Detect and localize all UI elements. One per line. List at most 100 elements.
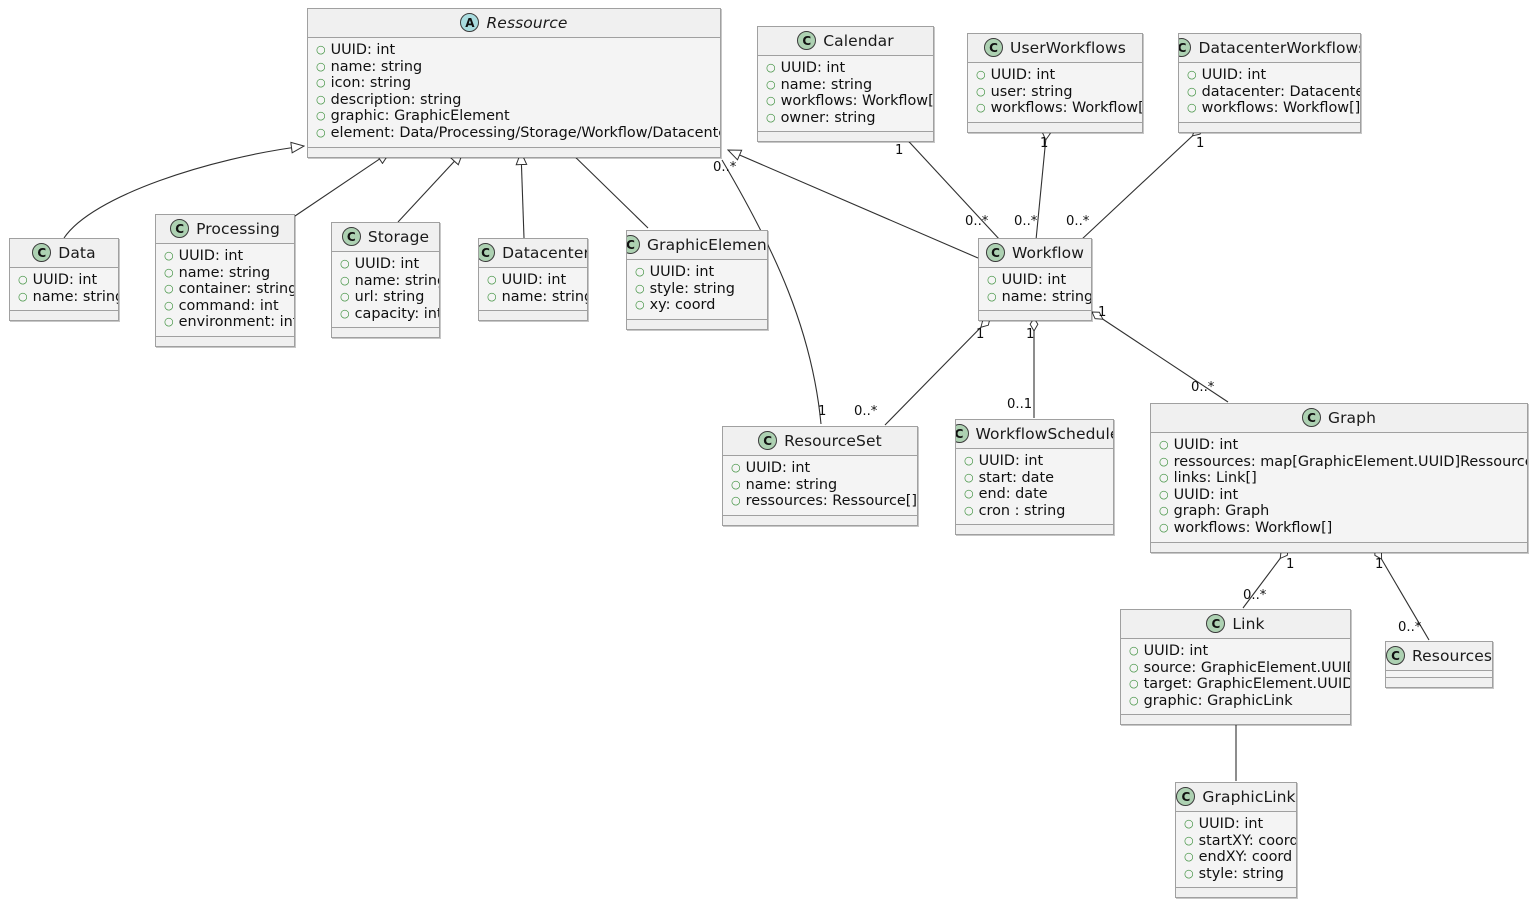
attribute-row: ○ UUID: int (1187, 67, 1353, 84)
attribute-text: graphic: GraphicLink (1143, 692, 1293, 709)
multiplicity-label: 0..* (713, 160, 737, 175)
attribute-text: name: string (780, 76, 873, 93)
multiplicity-label: 1 (1286, 557, 1295, 572)
visibility-public-icon: ○ (1187, 68, 1197, 81)
attribute-text: UUID: int (1173, 486, 1239, 503)
attribute-text: start: date (978, 469, 1054, 486)
attribute-text: UUID: int (649, 264, 715, 280)
attribute-text: graphic: GraphicElement (330, 108, 510, 125)
attribute-text: graph: Graph (1173, 503, 1270, 520)
class-attributes-workflow: ○ UUID: int○name: string (979, 268, 1091, 312)
class-icon: C (1386, 646, 1405, 665)
attribute-text: endXY: coord (1198, 849, 1293, 866)
class-icon: C (627, 235, 641, 254)
attribute-text: end: date (978, 486, 1048, 503)
attribute-row: ○command: int (164, 298, 287, 315)
class-icon: C (1206, 614, 1226, 633)
attribute-row: ○element: Data/Processing/Storage/Workfl… (316, 125, 720, 142)
visibility-public-icon: ○ (766, 77, 776, 91)
class-methods-compartment-datacenter (479, 311, 587, 321)
visibility-public-icon: ○ (731, 494, 741, 508)
attribute-text: container: string (178, 281, 295, 298)
class-methods-compartment-processing (156, 336, 294, 346)
attribute-row: ○name: string (487, 289, 587, 306)
attribute-row: ○ UUID: int (987, 272, 1084, 289)
attribute-row: ○ name: string (766, 77, 926, 94)
visibility-public-icon: ○ (316, 92, 326, 106)
attribute-text: icon: string (330, 75, 412, 92)
visibility-public-icon: ○ (635, 265, 645, 278)
visibility-public-icon: ○ (731, 477, 741, 491)
class-name-graphiclink: GraphicLink (1202, 787, 1296, 806)
attribute-text: UUID: int (1201, 67, 1267, 83)
multiplicity-label: 1 (895, 143, 904, 158)
attribute-text: cron : string (978, 502, 1066, 519)
class-attributes-processing: ○UUID: int○name: string○container: strin… (156, 244, 294, 337)
visibility-public-icon: ○ (1184, 850, 1194, 864)
attribute-text: name: string (745, 476, 838, 493)
class-icon: C (984, 38, 1004, 57)
attribute-text: owner: string (780, 109, 876, 126)
visibility-public-icon: ○ (1184, 866, 1194, 880)
attribute-row: ○name: string (18, 289, 118, 306)
attribute-text: links: Link[] (1173, 470, 1257, 487)
attribute-text: name: string (354, 272, 440, 289)
attribute-text: UUID: int (745, 460, 811, 476)
attribute-text: datacenter: Datacenter (1201, 83, 1361, 100)
visibility-public-icon: ○ (766, 61, 776, 74)
attribute-row: ○UUID: int (487, 272, 580, 289)
class-methods-compartment-resources (1386, 678, 1492, 687)
attribute-text: UUID: int (1001, 272, 1067, 288)
attribute-text: UUID: int (990, 67, 1056, 83)
visibility-public-icon: ○ (164, 249, 174, 262)
multiplicity-label: 0..* (1066, 214, 1090, 229)
multiplicity-label: 1 (1098, 305, 1107, 320)
class-icon: C (170, 219, 190, 238)
class-name-graph: Graph (1327, 408, 1377, 427)
visibility-public-icon: ○ (316, 76, 326, 90)
visibility-public-icon: ○ (340, 290, 350, 304)
attribute-row: ○UUID: int (766, 60, 926, 77)
visibility-public-icon: ○ (976, 84, 986, 98)
attribute-row: ○description: string (316, 92, 713, 109)
attribute-row: ○workflows: Workflow[] (1159, 520, 1520, 537)
class-methods-compartment-graph (1151, 542, 1527, 552)
visibility-public-icon: ○ (1184, 833, 1194, 847)
visibility-public-icon: ○ (164, 282, 174, 296)
visibility-public-icon: ○ (987, 273, 997, 286)
edge-workflow-has-resourceset (884, 317, 991, 426)
class-icon: C (479, 243, 496, 262)
visibility-public-icon: ○ (1159, 487, 1169, 501)
class-methods-compartment-graphiclink (1176, 888, 1296, 898)
attribute-text: user: string (990, 83, 1073, 100)
attribute-row: ○workflows: Workflow[] (1187, 100, 1360, 117)
class-name-datacenterworkflows: DatacenterWorkflows (1198, 38, 1361, 57)
attribute-row: ○xy: coord (635, 297, 760, 314)
attribute-row: ○name: string (987, 289, 1091, 306)
multiplicity-label: 1 (1026, 327, 1035, 342)
visibility-public-icon: ○ (18, 289, 28, 303)
attribute-row: ○UUID: int (1159, 437, 1520, 454)
